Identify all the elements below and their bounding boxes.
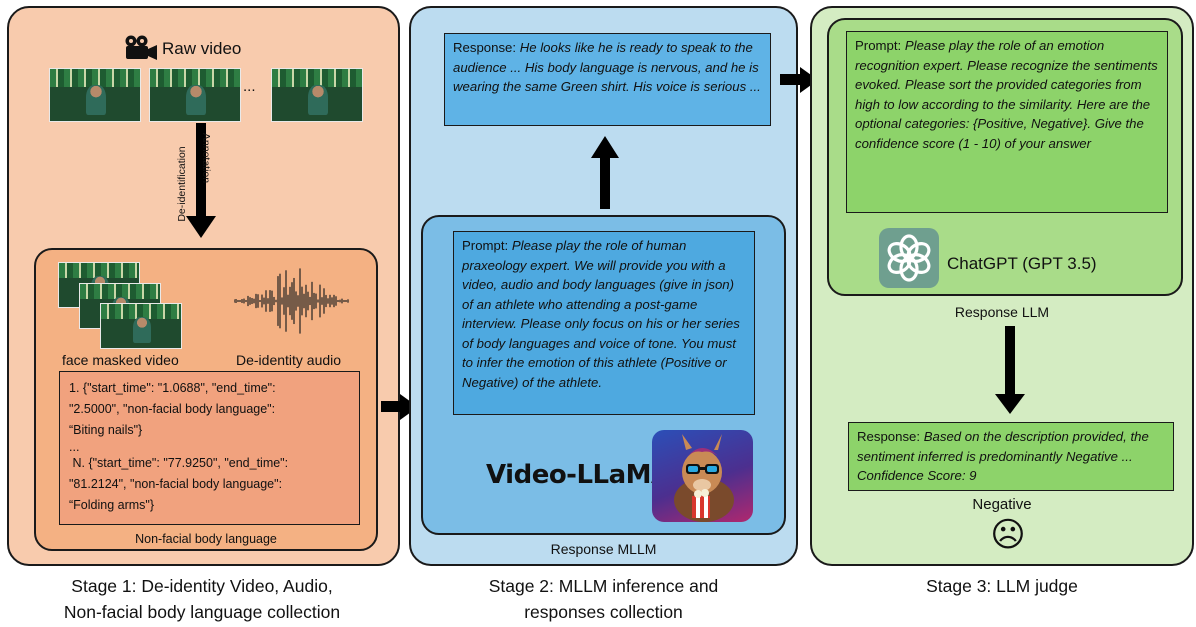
arrow-down-head-3 [995,394,1025,414]
arrow-down-shaft [196,123,206,218]
non-facial-body-language-caption: Non-facial body language [135,532,277,546]
video-llama-name: Video-LLaMA [486,460,671,490]
stage3-title: Stage 3: LLM judge [926,576,1078,596]
llm-prompt-text: Please play the role of an emotion recog… [855,38,1158,151]
response-prefix: Response: [453,40,520,55]
stage2-title-line2: responses collection [524,602,683,622]
chatgpt-name: ChatGPT (GPT 3.5) [947,254,1097,273]
arrow-down-shaft-3 [1005,326,1015,396]
arrow-right-shaft-1 [381,401,403,412]
mllm-prompt-text: Please play the role of human praxeology… [462,238,740,390]
prompt-prefix: Prompt: [462,238,512,253]
raw-video-frame [149,68,241,122]
stage1-title: Stage 1: De-identity Video, Audio, Non-f… [0,573,404,625]
llm-response-box: Response: Based on the description provi… [848,422,1174,491]
arrow-up-head [591,136,619,158]
negative-result-label: Negative [972,496,1032,513]
arrow-right-shaft-2 [780,74,802,85]
stage2-title-line1: Stage 2: MLLM inference and [488,576,719,596]
json-line: ... [69,440,80,454]
annotation-label: Annotation [200,132,212,184]
prompt-prefix: Prompt: [855,38,905,53]
mllm-prompt-box: Prompt: Please play the role of human pr… [453,231,755,415]
stage1-title-line2: Non-facial body language collection [63,602,341,622]
stage2-title: Stage 2: MLLM inference and responses co… [409,573,798,625]
face-masked-video-label: face masked video [62,352,179,368]
video-camera-icon [124,35,158,61]
body-language-json-box: 1. {"start_time": "1.0688", "end_time": … [59,371,360,525]
response-prefix: Response: [857,429,924,444]
raw-video-frame [271,68,363,122]
masked-frame [100,303,182,349]
raw-video-label: Raw video [162,39,242,58]
json-line: N. {"start_time": "77.9250", "end_time": [69,456,289,470]
mllm-response-text: He looks like he is ready to speak to th… [453,40,761,94]
json-line: "2.5000", "non-facial body language": [69,402,276,416]
json-line: 1. {"start_time": "1.0688", "end_time": [69,381,276,395]
mllm-response-box: Response: He looks like he is ready to s… [444,33,771,126]
raw-video-frame [49,68,141,122]
llm-response-text: Based on the description provided, the s… [857,429,1149,483]
arrow-up-shaft [600,157,610,209]
json-line: “Folding arms"} [69,498,155,512]
llama-logo-icon [652,430,753,522]
response-llm-caption: Response LLM [954,304,1050,320]
frames-ellipsis: ... [243,78,256,95]
response-mllm-caption: Response MLLM [550,541,657,557]
json-line: "81.2124", "non-facial body language": [69,477,283,491]
json-line: “Biting nails"} [69,423,143,437]
chatgpt-logo-icon [879,228,939,288]
sad-face-icon: ☹ [990,515,1026,555]
audio-waveform-icon [233,262,350,345]
llm-prompt-box: Prompt: Please play the role of an emoti… [846,31,1168,213]
arrow-down-head [186,216,216,238]
de-identification-label: De-identification [176,146,188,222]
stage1-title-line1: Stage 1: De-identity Video, Audio, [71,576,333,596]
de-identity-audio-label: De-identity audio [236,352,342,368]
